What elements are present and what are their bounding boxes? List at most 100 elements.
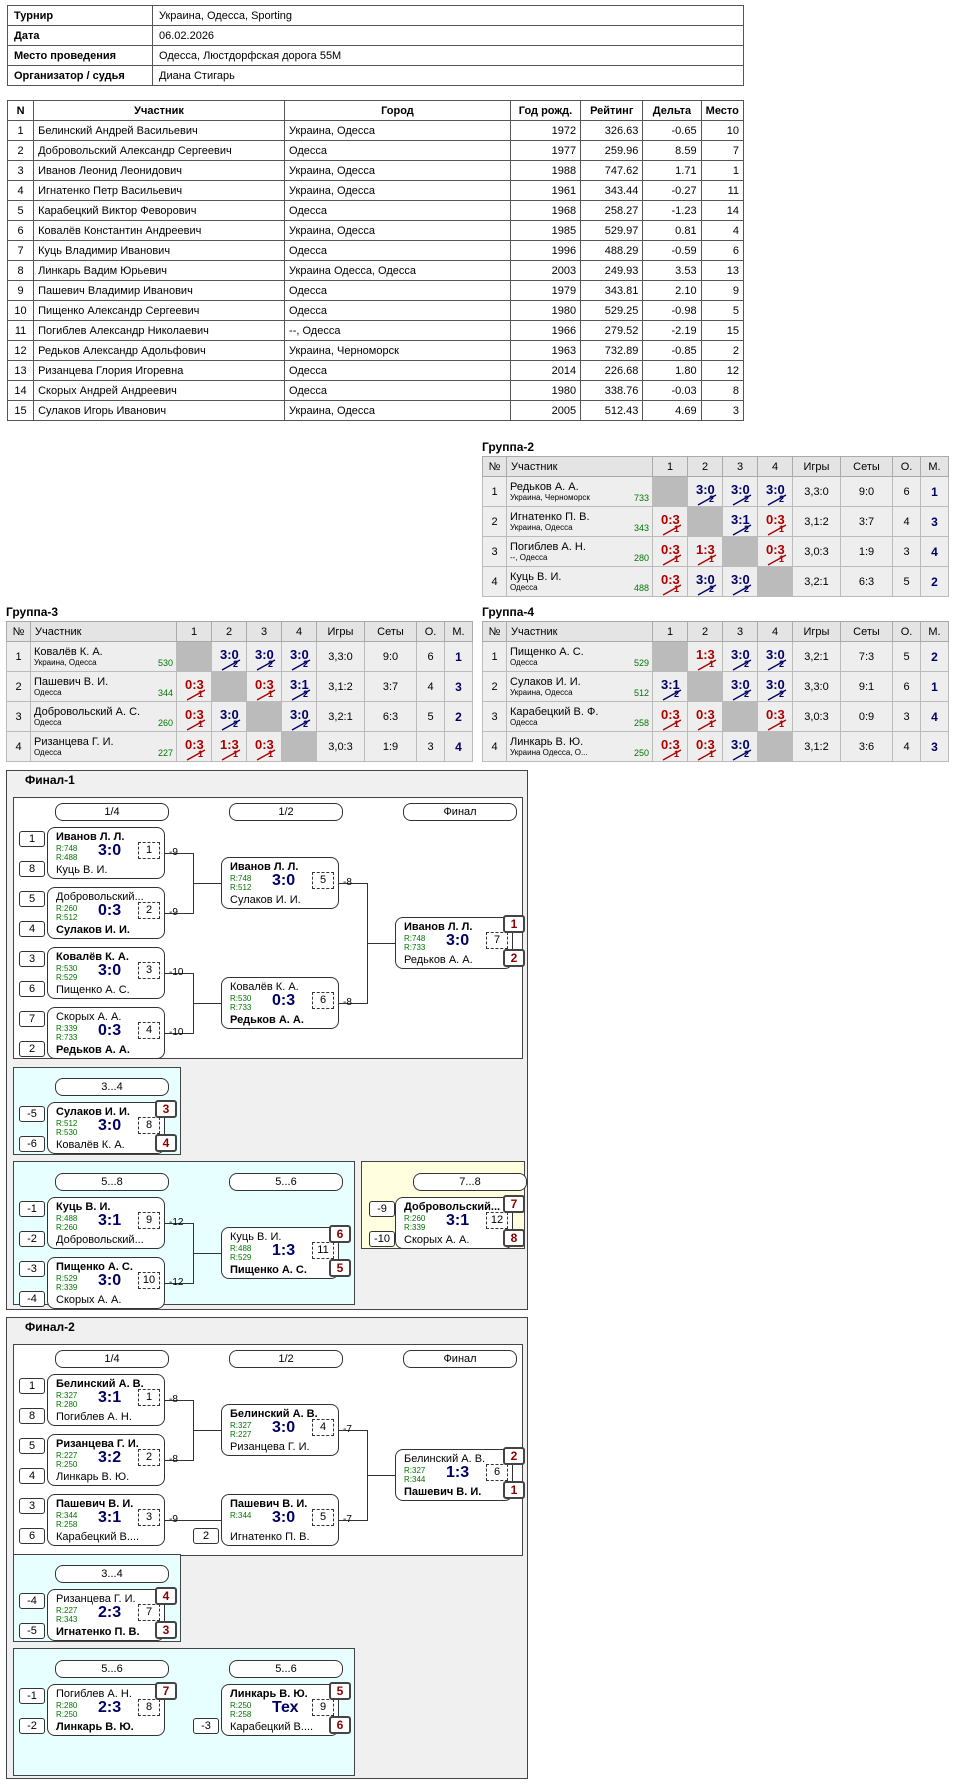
score-points: 2 — [673, 688, 679, 699]
score-text: 3:1 — [661, 676, 680, 692]
table-cell: -1.23 — [642, 200, 702, 221]
group-col-header: Сеты — [840, 456, 893, 477]
match-rating-1: R:327 — [230, 1421, 252, 1430]
sets-cell: 1:9 — [364, 731, 417, 762]
bracket-line — [165, 1520, 193, 1521]
place-value: 1 — [931, 679, 938, 694]
self-match-cell — [757, 731, 793, 762]
table-cell: 1.71 — [642, 160, 702, 181]
score-text: 3:0 — [731, 736, 750, 752]
bracket-line — [367, 943, 368, 1004]
player-rating: 530 — [157, 658, 173, 668]
place-value: 1 — [455, 649, 462, 664]
group-col-header: Игры — [792, 456, 841, 477]
table-cell: 3 — [700, 400, 745, 421]
player-city: Одесса — [34, 688, 62, 697]
table-cell: 5 — [700, 300, 745, 321]
score-slash-icon — [767, 553, 787, 566]
match-score: 3:0 — [272, 872, 296, 889]
games-cell: 3,2:1 — [792, 566, 841, 597]
match-rating-2: R:529 — [56, 973, 78, 982]
match-player-2: Игнатенко П. В. — [56, 1626, 140, 1638]
score-points: 1 — [778, 523, 784, 534]
games-cell: 3,0:3 — [316, 731, 365, 762]
match-number: 7 — [486, 932, 508, 949]
table-cell: 732.89 — [580, 340, 644, 361]
self-match-cell — [281, 731, 317, 762]
table-cell: 6 — [6, 220, 35, 241]
score-points: 2 — [302, 718, 308, 729]
score-points: 1 — [267, 748, 273, 759]
table-cell: Сулаков Игорь Иванович — [33, 400, 286, 421]
match-player-2: Скорых А. А. — [56, 1294, 122, 1306]
player-city: --, Одесса — [510, 553, 548, 562]
table-cell: 5 — [6, 200, 35, 221]
place-cell: 4 — [920, 536, 949, 567]
table-cell: 7 — [700, 140, 745, 161]
match-player-2: Добровольский... — [56, 1234, 144, 1246]
place-cell: 3 — [444, 671, 473, 702]
match-player-2: Редьков А. А. — [230, 1014, 304, 1026]
table-cell: 0.81 — [642, 220, 702, 241]
score-points: 1 — [708, 718, 714, 729]
score-points: 1 — [708, 748, 714, 759]
self-match-cell — [176, 641, 212, 672]
table-cell: 529.25 — [580, 300, 644, 321]
group-col-header: Участник — [506, 621, 653, 642]
match-player-2: Карабецкий В.... — [230, 1721, 314, 1733]
player-name: Погиблев А. Н. — [510, 541, 586, 553]
player-rating: 512 — [633, 688, 649, 698]
bracket-line — [193, 1253, 194, 1284]
seed-box: -3 — [19, 1261, 45, 1277]
score-slash-icon — [662, 523, 682, 536]
match-rating-2: R:529 — [230, 1253, 252, 1262]
match-player-2: Линкарь В. Ю. — [56, 1721, 134, 1733]
score-points: 1 — [708, 658, 714, 669]
player-city: Одесса — [34, 748, 62, 757]
score-text: 0:3 — [766, 706, 785, 722]
bracket-line — [339, 1003, 367, 1004]
match-rating-2: R:280 — [56, 1400, 78, 1409]
match-rating-1: R:529 — [56, 1274, 78, 1283]
next-match-label: -8 — [169, 1454, 178, 1465]
player-name: Пищенко А. С. — [510, 646, 584, 658]
match-rating-2: R:227 — [230, 1430, 252, 1439]
group-col-header: 4 — [281, 621, 317, 642]
self-match-cell — [687, 671, 723, 702]
bracket-line — [339, 883, 367, 884]
games-cell: 3,3:0 — [792, 671, 841, 702]
match-rating-1: R:488 — [56, 1214, 78, 1223]
score-text: 0:3 — [185, 676, 204, 692]
bracket-line — [165, 973, 193, 974]
match-rating-1: R:344 — [56, 1511, 78, 1520]
match-rating-2: R:343 — [56, 1615, 78, 1624]
match-rating-1: R:227 — [56, 1606, 78, 1615]
self-match-cell — [652, 476, 688, 507]
score-slash-icon — [697, 658, 717, 671]
match-rating-1: R:327 — [56, 1391, 78, 1400]
next-match-label: -9 — [169, 907, 178, 918]
table-cell: 1963 — [509, 340, 582, 361]
seed-box: 4 — [19, 1468, 45, 1484]
